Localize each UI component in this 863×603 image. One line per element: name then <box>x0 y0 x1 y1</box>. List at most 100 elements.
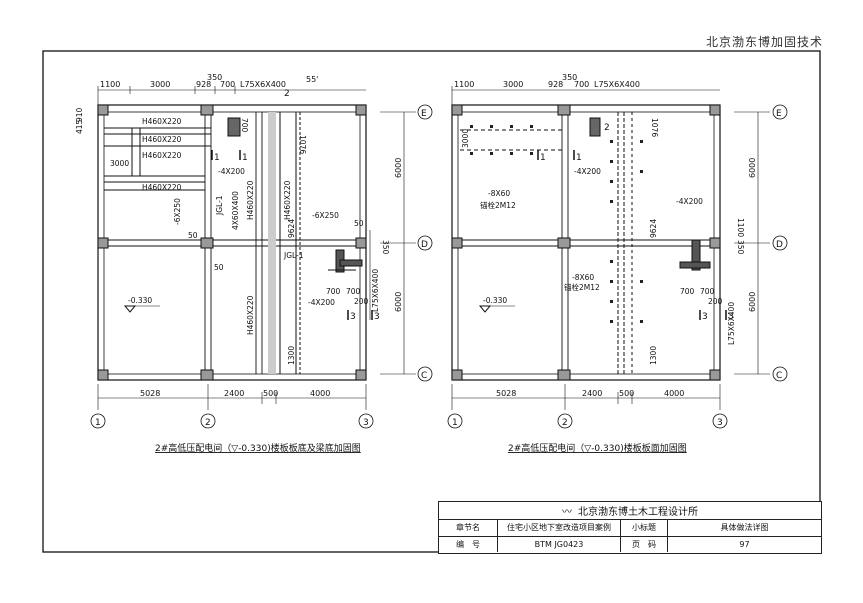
left-section-mark-3a: 3 <box>350 312 356 322</box>
left-bottom-dim-3: 500 <box>263 389 278 398</box>
left-right-dim-1: 6000 <box>394 158 403 178</box>
left-label-3000: 3000 <box>110 159 129 168</box>
left-beam-5: H460X220 <box>246 180 255 220</box>
left-plan-title: 2#高低压配电间（▽-0.330)楼板板底及梁底加固图 <box>155 442 361 454</box>
left-beam-1: H460X220 <box>142 117 182 126</box>
right-axis-3: 3 <box>717 418 723 428</box>
number-label: 编 号 <box>439 536 498 552</box>
left-top-dim-7: 55' <box>306 75 318 84</box>
right-axis-1: 1 <box>452 418 458 428</box>
left-label-200: 200 <box>354 297 369 306</box>
right-plan-text: 1100 3000 928 350 700 L75X6X400 -8X60 锚栓… <box>452 73 783 454</box>
left-right-dim-2: 6000 <box>394 292 403 312</box>
right-label-700-a: 700 <box>680 287 695 296</box>
right-label-1100: 1100 <box>736 218 745 237</box>
left-top-dim-4: 350 <box>207 73 222 82</box>
left-section-mark-1a: 1 <box>214 153 220 163</box>
chapter-label: 章节名 <box>439 520 498 537</box>
right-label-3000: 3000 <box>461 129 470 148</box>
left-beam-4: H460X220 <box>142 183 182 192</box>
right-top-dim-4: 350 <box>562 73 577 82</box>
left-top-dim-1: 1100 <box>100 80 120 89</box>
left-label-50-b: 50 <box>214 263 224 272</box>
title-block-table: 章节名 住宅小区地下室改造项目案例 小标题 具体做法详图 编 号 BTM JG0… <box>439 520 821 552</box>
right-label-1300: 1300 <box>649 346 658 365</box>
right-right-dim-1: 6000 <box>748 158 757 178</box>
left-top-dim-5: 700 <box>220 80 235 89</box>
title-block: 〰 北京渤东博土木工程设计所 章节名 住宅小区地下室改造项目案例 小标题 具体做… <box>438 501 822 554</box>
right-plan <box>447 86 788 429</box>
left-label-50-c: 50 <box>354 219 364 228</box>
right-label-8x60-a: -8X60 <box>488 189 510 198</box>
left-label-1076: 1076 <box>298 135 307 154</box>
left-bottom-dim-4: 4000 <box>310 389 330 398</box>
subtitle-value: 具体做法详图 <box>667 520 821 537</box>
left-label-elevation: -0.330 <box>128 296 152 305</box>
left-axis-3: 3 <box>363 418 369 428</box>
left-label-jgl1-b: JGL-1 <box>283 251 304 260</box>
right-label-1076: 1076 <box>650 118 659 137</box>
right-bottom-dim-1: 5028 <box>496 389 516 398</box>
left-label-l75: L75X6X400 <box>371 269 380 312</box>
right-bottom-dim-2: 2400 <box>582 389 602 398</box>
left-label-9624: 9624 <box>287 219 296 238</box>
left-plan-text: 1100 3000 928 350 700 L75X6X400 55' H460… <box>75 73 428 454</box>
right-section-mark-2: 2 <box>604 123 610 133</box>
right-label-9624: 9624 <box>649 219 658 238</box>
right-wall-outer <box>451 104 721 381</box>
right-top-dim-1: 1100 <box>454 80 474 89</box>
right-top-dim-3: 928 <box>548 80 563 89</box>
right-label-700-b: 700 <box>700 287 715 296</box>
left-section-mark-3b: 3 <box>374 312 380 322</box>
company-name: 北京渤东博土木工程设计所 <box>578 507 698 518</box>
left-top-dim-2: 3000 <box>150 80 170 89</box>
page-value: 97 <box>739 539 750 549</box>
company-logo-icon: 〰 <box>562 507 572 518</box>
watermark-text: 北京渤东博加固技术 <box>705 35 823 49</box>
left-label-910: 910 <box>75 107 84 122</box>
chapter-value: 住宅小区地下室改造项目案例 <box>497 520 621 537</box>
left-label-700-b: 700 <box>326 287 341 296</box>
left-label-700-a: 700 <box>240 118 249 133</box>
right-axis-c: C <box>776 371 782 381</box>
left-beam-6: H460X220 <box>283 180 292 220</box>
right-section-mark-1b: 1 <box>576 153 582 163</box>
right-label-l75: L75X6X400 <box>727 302 736 345</box>
right-wall-inner <box>457 111 715 375</box>
left-bottom-dim-1: 5028 <box>140 389 160 398</box>
page-label: 页 码 <box>620 536 668 552</box>
right-top-dim-5: 700 <box>574 80 589 89</box>
right-axis-2: 2 <box>562 418 568 428</box>
right-label-anchor-b: 锚栓2M12 <box>564 282 600 292</box>
left-label-4x200-b: -4X200 <box>308 298 335 307</box>
left-axis-2: 2 <box>205 418 211 428</box>
right-label-8x60-b: -8X60 <box>572 273 594 282</box>
left-beam-3: H460X220 <box>142 151 182 160</box>
left-top-dim-6: L75X6X400 <box>240 80 286 89</box>
left-beam-7: H460X220 <box>246 295 255 335</box>
right-plan-title: 2#高低压配电间（▽-0.330)楼板板面加固图 <box>508 442 687 454</box>
right-axis-d: D <box>776 240 783 250</box>
right-label-4x200-a: -4X200 <box>574 167 601 176</box>
left-section-mark-2: 2 <box>284 89 290 99</box>
left-plan <box>90 86 433 429</box>
right-right-dim-2: 6000 <box>748 292 757 312</box>
left-label-1300: 1300 <box>287 346 296 365</box>
right-bottom-dim-4: 4000 <box>664 389 684 398</box>
left-axis-d: D <box>421 240 428 250</box>
title-block-company-row: 〰 北京渤东博土木工程设计所 <box>439 502 821 520</box>
left-label-700-c: 700 <box>346 287 361 296</box>
right-label-elevation: -0.330 <box>483 296 507 305</box>
left-label-4x200-a: -4X200 <box>218 167 245 176</box>
left-axis-1: 1 <box>95 418 101 428</box>
left-beam-2: H460X220 <box>142 135 182 144</box>
subtitle-label: 小标题 <box>620 520 668 537</box>
right-section-mark-3b: 3 <box>728 312 734 322</box>
right-axis-e: E <box>776 109 782 119</box>
left-label-50-a: 50 <box>188 231 198 240</box>
left-label-350: 350 <box>381 240 390 255</box>
left-label-415: 415 <box>75 119 84 134</box>
right-section-mark-3a: 3 <box>702 312 708 322</box>
left-axis-e: E <box>421 109 427 119</box>
right-label-200: 200 <box>708 297 723 306</box>
